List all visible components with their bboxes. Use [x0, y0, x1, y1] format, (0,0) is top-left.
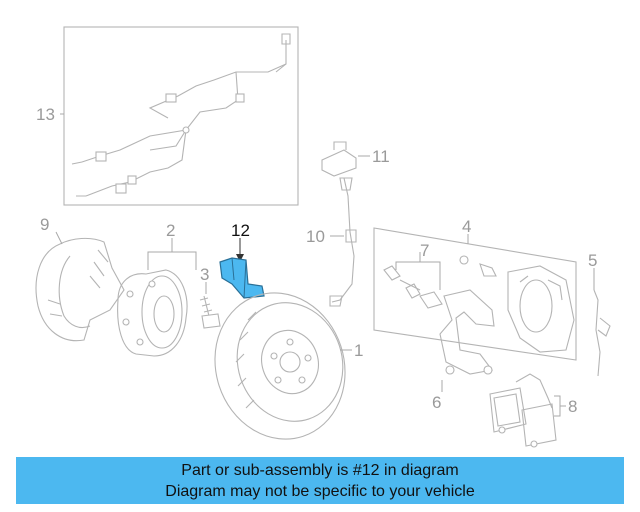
callout-5: 5 — [588, 251, 597, 270]
callout-13: 13 — [36, 105, 55, 124]
part-5-pad-sensor[interactable] — [593, 289, 611, 377]
callout-7: 7 — [420, 241, 429, 260]
part-13-wiring-harness[interactable] — [63, 26, 299, 206]
info-banner: Part or sub-assembly is #12 in diagram D… — [16, 457, 624, 504]
part-10-brake-hose[interactable] — [329, 177, 357, 307]
callout-4: 4 — [462, 217, 471, 236]
callout-1: 1 — [354, 341, 363, 360]
callout-3: 3 — [200, 265, 209, 284]
part-6-caliper-bracket[interactable] — [439, 289, 495, 375]
parts-diagram: 13 9 2 3 12 — [35, 26, 611, 455]
callout-8: 8 — [568, 397, 577, 416]
part-12-wheel-speed-sensor[interactable] — [219, 257, 265, 299]
callout-10: 10 — [306, 227, 325, 246]
part-8-brake-pads[interactable] — [489, 373, 557, 448]
callout-9: 9 — [40, 215, 49, 234]
part-9-dust-shield[interactable] — [35, 237, 125, 342]
banner-line-2: Diagram may not be specific to your vehi… — [165, 483, 475, 500]
callout-2: 2 — [166, 221, 175, 240]
callout-11: 11 — [372, 147, 390, 166]
part-1-brake-rotor[interactable] — [196, 276, 363, 455]
callout-6: 6 — [432, 393, 441, 412]
part-3-hub-bolt[interactable] — [199, 295, 221, 329]
callout-12: 12 — [231, 221, 250, 240]
part-2-hub-bearing[interactable] — [117, 269, 188, 357]
part-4-caliper-assembly[interactable] — [373, 227, 577, 361]
banner-line-1: Part or sub-assembly is #12 in diagram — [181, 462, 459, 479]
part-11-hose-bracket[interactable] — [321, 141, 357, 177]
